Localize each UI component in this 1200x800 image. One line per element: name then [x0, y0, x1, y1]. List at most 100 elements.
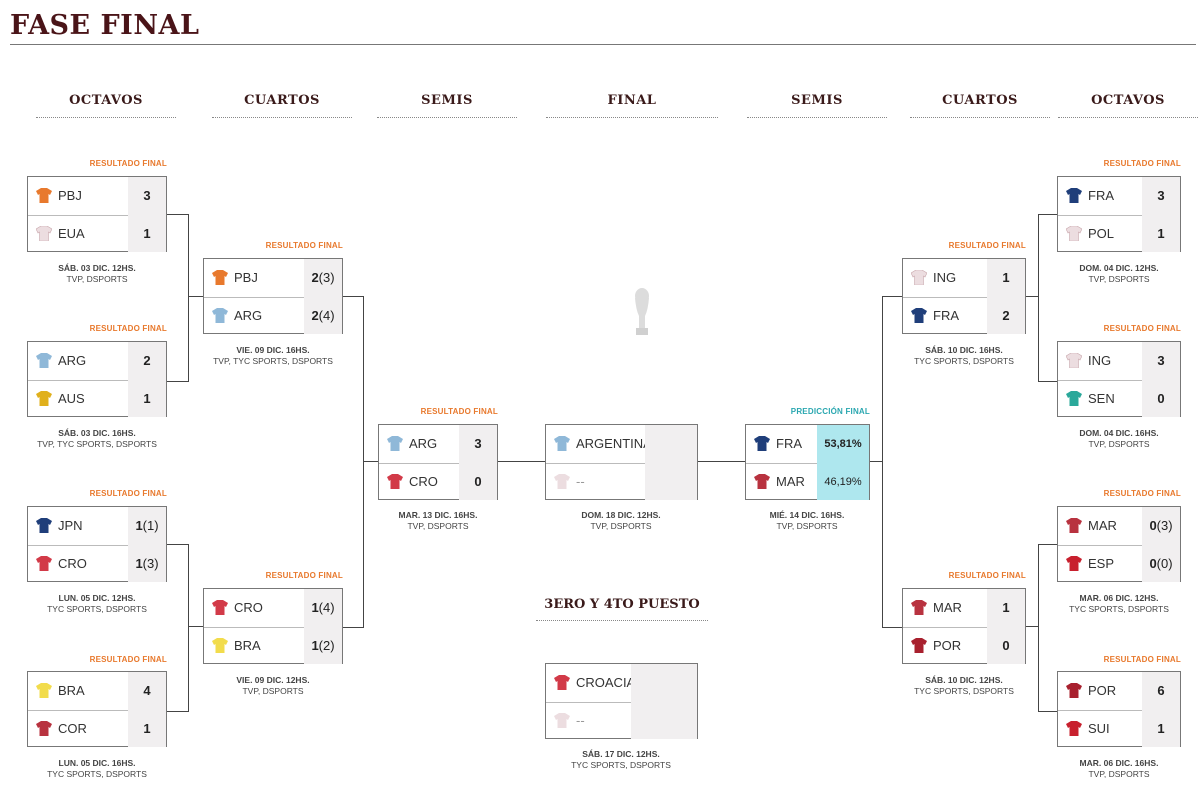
team-name: ARG [409, 436, 438, 451]
header-label: CUARTOS [942, 93, 1018, 108]
match-tv: TVP, TYC SPORTS, DSPORTS [213, 356, 333, 366]
third-place-title: 3ERO Y 4TO PUESTO [536, 597, 708, 621]
shirt-icon [554, 713, 570, 728]
score-value: 1 [311, 600, 319, 615]
match-date: SÁB. 17 DIC. 12HS. [582, 749, 660, 759]
shirt-icon [36, 353, 52, 368]
match-card-third[interactable]: CROACIA -- [545, 663, 698, 739]
match-info: SÁB. 17 DIC. 12HS.TYC SPORTS, DSPORTS [531, 749, 711, 771]
shirt-icon [554, 436, 570, 451]
match-status: RESULTADO FINAL [948, 571, 1026, 580]
team-name: EUA [58, 226, 85, 241]
penalty-score: (3) [142, 556, 159, 571]
match-date: SÁB. 10 DIC. 12HS. [925, 675, 1003, 685]
header-cuartos-right: CUARTOS [910, 93, 1050, 118]
penalty-score: (4) [318, 308, 335, 323]
score-value: 1 [135, 556, 143, 571]
team-score: 2 [128, 342, 166, 380]
team-name: POR [933, 638, 962, 653]
header-divider [910, 117, 1050, 118]
team-score: 0(3) [1142, 507, 1180, 545]
team-name: MAR [1088, 518, 1117, 533]
page-title: FASE FINAL [10, 10, 200, 41]
team-name: ARG [234, 308, 263, 323]
team-name: PBJ [58, 188, 82, 203]
penalty-score: (3) [1156, 518, 1173, 533]
match-status: RESULTADO FINAL [1103, 489, 1181, 498]
match-info: DOM. 18 DIC. 12HS.TVP, DSPORTS [531, 510, 711, 532]
match-card-final[interactable]: ARGENTINA -- [545, 424, 698, 500]
match-info: SÁB. 03 DIC. 12HS.TVP, DSPORTS [7, 263, 187, 285]
match-info: SÁB. 03 DIC. 16HS.TVP, TYC SPORTS, DSPOR… [7, 428, 187, 450]
shirt-icon [754, 436, 770, 451]
header-label: SEMIS [791, 93, 843, 108]
shirt-icon [387, 436, 403, 451]
team-score: 1 [128, 215, 166, 252]
shirt-icon [1066, 226, 1082, 241]
trophy-icon [635, 288, 649, 335]
penalty-score: (3) [318, 270, 335, 285]
header-final: FINAL [546, 93, 718, 118]
match-tv: TVP, DSPORTS [407, 521, 469, 531]
header-divider [377, 117, 517, 118]
team-score [631, 664, 697, 702]
shirt-icon [212, 600, 228, 615]
team-row: MAR 0(3) [1058, 507, 1180, 546]
team-score: 2 [987, 297, 1025, 334]
team-score: 1 [128, 380, 166, 417]
team-score: 2(3) [304, 259, 342, 297]
team-name: MAR [933, 600, 962, 615]
header-label: FINAL [607, 93, 657, 108]
shirt-icon [911, 308, 927, 323]
match-status: RESULTADO FINAL [265, 241, 343, 250]
shirt-icon [1066, 556, 1082, 571]
shirt-icon [212, 308, 228, 323]
team-score: 1 [987, 259, 1025, 297]
match-date: MAR. 06 DIC. 12HS. [1079, 593, 1159, 603]
team-score: 0 [459, 463, 497, 500]
shirt-icon [1066, 188, 1082, 203]
header-octavos-left: OCTAVOS [36, 93, 176, 118]
shirt-icon [36, 556, 52, 571]
score-value: 0 [1149, 556, 1157, 571]
team-score [645, 425, 697, 463]
team-name: CRO [409, 474, 438, 489]
shirt-icon [1066, 518, 1082, 533]
title-divider [10, 44, 1196, 45]
team-row: -- [546, 463, 697, 500]
prediction-percent: 53,81% [817, 425, 869, 463]
team-row: CROACIA [546, 664, 697, 703]
match-info: SÁB. 10 DIC. 16HS.TYC SPORTS, DSPORTS [874, 345, 1054, 367]
header-divider [1058, 117, 1198, 118]
match-tv: TVP, DSPORTS [1088, 769, 1150, 779]
header-semis-left: SEMIS [377, 93, 517, 118]
match-date: LUN. 05 DIC. 12HS. [58, 593, 136, 603]
team-name: ARG [58, 353, 87, 368]
penalty-score: (4) [318, 600, 335, 615]
